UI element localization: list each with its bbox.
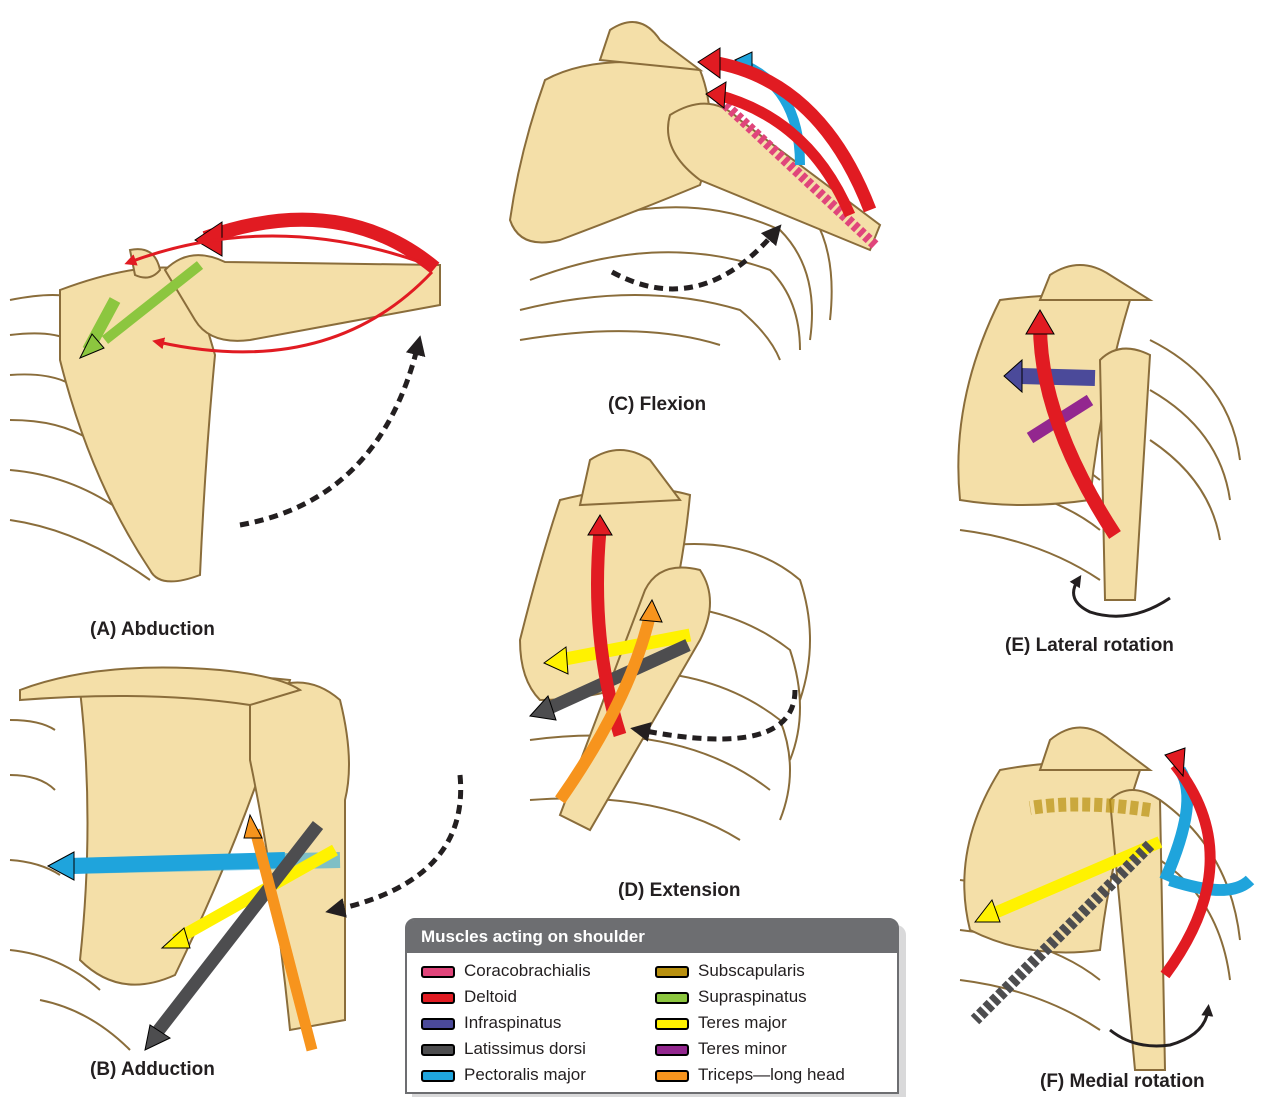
panel-a-humerus	[165, 255, 440, 341]
legend-label: Supraspinatus	[698, 987, 807, 1006]
legend-item: Subscapularis	[655, 959, 805, 983]
legend-swatch	[655, 1018, 689, 1030]
panel-f-label: (F) Medial rotation	[1040, 1071, 1205, 1093]
legend-swatch	[655, 1044, 689, 1056]
panel-f-humerus	[1110, 790, 1165, 1070]
legend-swatch	[655, 966, 689, 978]
legend-label: Latissimus dorsi	[464, 1039, 586, 1058]
legend-title: Muscles acting on shoulder	[407, 920, 897, 953]
legend-item: Pectoralis major	[421, 1063, 586, 1087]
legend-swatch	[655, 1070, 689, 1082]
legend-swatch	[421, 966, 455, 978]
legend-item: Triceps—long head	[655, 1063, 845, 1087]
panel-a-label: (A) Abduction	[90, 619, 215, 641]
legend-item: Latissimus dorsi	[421, 1037, 586, 1061]
panel-a-motion-arrow	[240, 345, 418, 525]
legend-swatch	[421, 1018, 455, 1030]
panel-b-motion-arrow	[335, 775, 461, 910]
panel-c-motion-arrow	[612, 232, 775, 289]
legend-item: Supraspinatus	[655, 985, 807, 1009]
panel-d-label: (D) Extension	[618, 880, 740, 902]
legend-item: Infraspinatus	[421, 1011, 561, 1035]
panel-e-label: (E) Lateral rotation	[1005, 635, 1174, 657]
legend-item: Teres major	[655, 1011, 787, 1035]
legend-item: Coracobrachialis	[421, 959, 591, 983]
legend-swatch	[421, 1070, 455, 1082]
legend-label: Deltoid	[464, 987, 517, 1006]
legend-label: Teres minor	[698, 1039, 787, 1058]
panel-e-humerus	[1100, 349, 1150, 600]
legend-label: Subscapularis	[698, 961, 805, 980]
panel-b-label: (B) Adduction	[90, 1059, 215, 1081]
legend-swatch	[421, 992, 455, 1004]
panel-e-lateral-rotation	[958, 265, 1240, 600]
legend-item: Deltoid	[421, 985, 517, 1009]
legend-label: Infraspinatus	[464, 1013, 561, 1032]
muscle-legend: Muscles acting on shoulder Coracobrachia…	[405, 918, 899, 1094]
legend-swatch	[655, 992, 689, 1004]
legend-item: Teres minor	[655, 1037, 787, 1061]
legend-label: Coracobrachialis	[464, 961, 591, 980]
legend-label: Pectoralis major	[464, 1065, 586, 1084]
legend-swatch	[421, 1044, 455, 1056]
legend-label: Triceps—long head	[698, 1065, 845, 1084]
panel-a-abduction	[10, 249, 440, 581]
panel-c-label: (C) Flexion	[608, 394, 706, 416]
legend-label: Teres major	[698, 1013, 787, 1032]
